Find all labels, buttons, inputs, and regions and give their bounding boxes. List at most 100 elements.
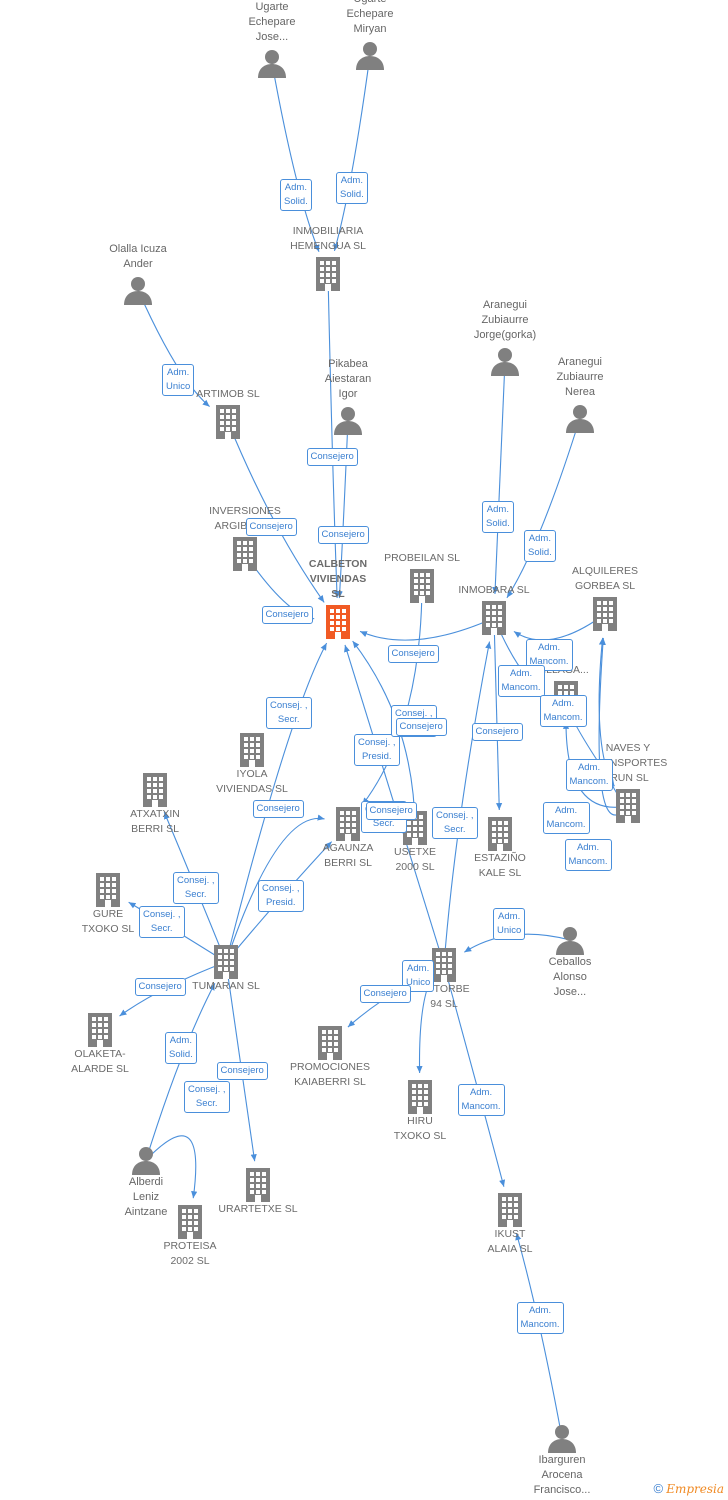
- relation-label[interactable]: Adm. Solid.: [524, 530, 556, 562]
- company-node-olaketa[interactable]: OLAKETA- ALARDE SL: [40, 1013, 160, 1077]
- edge-ostorbe-to-calbeton: [344, 644, 445, 966]
- relation-label[interactable]: Consejero: [216, 1062, 268, 1080]
- relation-label[interactable]: Consejero: [134, 978, 186, 996]
- relation-label[interactable]: Adm. Mancom.: [457, 1084, 505, 1116]
- company-node-agaunza[interactable]: AGAUNZA BERRI SL: [288, 807, 408, 871]
- relation-label[interactable]: Consej. , Presid.: [258, 880, 304, 912]
- person-node-ibarguren[interactable]: Ibarguren Arocena Francisco...: [502, 1423, 622, 1498]
- brand-name: Empresia: [666, 1482, 724, 1496]
- person-icon: [520, 403, 640, 433]
- company-node-artimob[interactable]: ARTIMOB SL: [168, 387, 288, 439]
- node-label: URARTETXE SL: [218, 1203, 298, 1215]
- relation-label[interactable]: Consejero: [395, 718, 447, 736]
- node-label: CALBETON VIVIENDAS SL: [308, 558, 368, 600]
- relation-label[interactable]: Consej. , Secr.: [432, 807, 478, 839]
- node-label: Pikabea Aiestaran Igor: [324, 358, 372, 400]
- node-label: OLAKETA- ALARDE SL: [71, 1048, 129, 1075]
- company-node-inmobara[interactable]: INMOBARA SL: [434, 583, 554, 635]
- person-icon: [78, 275, 198, 305]
- person-icon: [86, 1145, 206, 1175]
- person-node-ugarte-jose[interactable]: Ugarte Echepare Jose...: [212, 0, 332, 78]
- edge-inmobara-to-calbeton: [359, 617, 495, 641]
- edge-tumaran-to-calbeton: [225, 642, 328, 963]
- company-node-promociones-kaiaberri[interactable]: PROMOCIONES KAIABERRI SL: [270, 1026, 390, 1090]
- company-node-inversiones-argibel[interactable]: INVERSIONES ARGIBEL SL: [185, 504, 305, 571]
- relation-label[interactable]: Adm. Mancom.: [497, 665, 545, 697]
- company-node-estazino[interactable]: ESTAZIÑO KALE SL: [440, 817, 560, 881]
- relation-label[interactable]: Consejero: [387, 645, 439, 663]
- node-label: PROMOCIONES KAIABERRI SL: [290, 1061, 370, 1088]
- person-node-ceballos[interactable]: Ceballos Alonso Jose...: [510, 925, 630, 1000]
- company-node-alquileres-gorbea[interactable]: ALQUILERES GORBEA SL: [545, 564, 665, 631]
- relation-label[interactable]: Adm. Unico: [493, 908, 526, 940]
- company-node-iyola[interactable]: IYOLA VIVIENDAS SL: [192, 733, 312, 797]
- building-icon: [168, 405, 288, 439]
- building-icon: [288, 807, 408, 841]
- relation-label[interactable]: Adm. Mancom.: [564, 839, 612, 871]
- person-node-pikabea[interactable]: Pikabea Aiestaran Igor: [288, 357, 408, 435]
- relation-label[interactable]: Consej. , Presid.: [354, 734, 400, 766]
- relation-label[interactable]: Consejero: [306, 448, 358, 466]
- company-node-hiru-txoko[interactable]: HIRU TXOKO SL: [360, 1080, 480, 1144]
- node-label: ESTAZIÑO KALE SL: [474, 852, 526, 879]
- person-node-ugarte-miryan[interactable]: Ugarte Echepare Miryan: [310, 0, 430, 70]
- building-icon: [198, 1168, 318, 1202]
- company-node-ikust-alaia[interactable]: IKUST ALAIA SL: [450, 1193, 570, 1257]
- copyright-symbol: ©: [653, 1481, 664, 1496]
- relation-label[interactable]: Consej. , Secr.: [173, 872, 219, 904]
- node-label: PROBEILAN SL: [384, 552, 460, 564]
- relation-label[interactable]: Adm. Solid.: [165, 1032, 197, 1064]
- node-label: Alberdi Leniz Aintzane: [124, 1176, 168, 1218]
- company-node-calbeton[interactable]: CALBETON VIVIENDAS SL: [278, 557, 398, 639]
- relation-label[interactable]: Consejero: [471, 723, 523, 741]
- relation-label[interactable]: Consejero: [252, 800, 304, 818]
- relation-label[interactable]: Consejero: [365, 802, 417, 820]
- edge-pikabea-to-calbeton: [336, 419, 349, 599]
- relation-label[interactable]: Consej. , Secr.: [184, 1081, 230, 1113]
- person-icon: [510, 925, 630, 955]
- person-node-olalla[interactable]: Olalla Icuza Ander: [78, 242, 198, 305]
- person-node-alberdi[interactable]: Alberdi Leniz Aintzane: [86, 1145, 206, 1220]
- building-icon: [130, 1205, 250, 1239]
- relation-label[interactable]: Consejero: [261, 606, 313, 624]
- edge-ugarte-jose-to-inmobiliaria-hemengua: [271, 62, 320, 252]
- relation-label[interactable]: Adm. Solid.: [280, 179, 312, 211]
- relation-label[interactable]: Consej. , Secr.: [266, 697, 312, 729]
- node-label: ATXATXIN BERRI SL: [130, 808, 180, 835]
- company-node-inmobiliaria-hemengua[interactable]: INMOBILIARIA HEMENGUA SL: [268, 224, 388, 291]
- person-icon: [288, 405, 408, 435]
- relation-label[interactable]: Adm. Mancom.: [539, 695, 587, 727]
- relation-label[interactable]: Adm. Mancom.: [542, 802, 590, 834]
- edge-ibarguren-to-ikust-alaia: [515, 1232, 563, 1439]
- person-node-aranegui-nerea[interactable]: Aranegui Zubiaurre Nerea: [520, 355, 640, 433]
- relation-label[interactable]: Consej. , Secr.: [139, 906, 185, 938]
- edge-tumaran-to-agaunza: [225, 814, 325, 963]
- building-icon: [270, 1026, 390, 1060]
- node-label: IYOLA VIVIENDAS SL: [216, 768, 288, 795]
- relation-label[interactable]: Adm. Solid.: [482, 501, 514, 533]
- node-label: GURE TXOKO SL: [81, 908, 135, 935]
- node-label: INMOBARA SL: [458, 584, 530, 596]
- company-node-tumaran[interactable]: TUMARAN SL: [166, 945, 286, 994]
- building-icon: [568, 789, 688, 823]
- relation-label[interactable]: Adm. Mancom.: [565, 759, 613, 791]
- company-node-gure-txoko[interactable]: GURE TXOKO SL: [48, 873, 168, 937]
- watermark: © Empresia: [654, 1481, 724, 1496]
- relation-label[interactable]: Consejero: [245, 518, 297, 536]
- relation-label[interactable]: Adm. Unico: [162, 364, 195, 396]
- relation-label[interactable]: Adm. Mancom.: [516, 1302, 564, 1334]
- person-icon: [310, 40, 430, 70]
- building-icon: [48, 873, 168, 907]
- node-label: USETXE 2000 SL: [393, 846, 436, 873]
- company-node-urartetxe[interactable]: URARTETXE SL: [198, 1168, 318, 1217]
- company-node-probeilan[interactable]: PROBEILAN SL: [362, 551, 482, 603]
- relation-label[interactable]: Consejero: [359, 985, 411, 1003]
- company-node-proteisa[interactable]: PROTEISA 2002 SL: [130, 1205, 250, 1269]
- person-icon: [445, 346, 565, 376]
- relation-label[interactable]: Consejero: [317, 526, 369, 544]
- relation-label[interactable]: Adm. Solid.: [336, 172, 368, 204]
- company-node-atxatxin[interactable]: ATXATXIN BERRI SL: [95, 773, 215, 837]
- person-node-aranegui-jorge[interactable]: Aranegui Zubiaurre Jorge(gorka): [445, 298, 565, 376]
- node-label: Olalla Icuza Ander: [109, 243, 167, 270]
